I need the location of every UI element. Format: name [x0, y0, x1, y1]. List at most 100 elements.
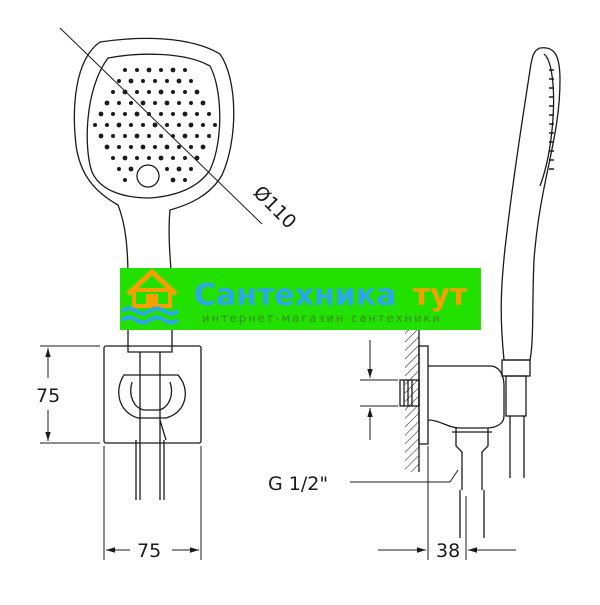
depth-dimension [378, 446, 516, 560]
nozzle-dot [129, 123, 133, 127]
nozzle-dot [176, 78, 182, 84]
nozzle-dot [195, 134, 199, 138]
nozzle-dot [135, 156, 139, 160]
width-dimension [103, 446, 202, 560]
nozzle-dot [128, 78, 134, 84]
nozzle-dot [117, 145, 121, 149]
watermark-background [120, 268, 481, 330]
brand-name: Сантехника тут [194, 278, 468, 313]
nozzle-dot [189, 167, 193, 171]
height-label: 75 [36, 385, 60, 407]
height-dimension [40, 345, 100, 444]
nozzle-dot [134, 111, 140, 117]
head-face-side [539, 53, 555, 187]
nozzle-dot [147, 134, 151, 138]
shower-head-face [86, 53, 221, 199]
nozzle-dot [98, 133, 104, 139]
nozzle-dot [147, 90, 151, 94]
nozzle-dot [164, 144, 170, 150]
nozzle-dot [159, 134, 163, 138]
nozzle-dot [129, 101, 133, 105]
nozzle-dot [182, 111, 188, 117]
nozzle-dot [177, 123, 181, 127]
nozzle-dot [135, 68, 139, 72]
wall-plate-front [103, 345, 202, 444]
shower-head-outer [73, 37, 235, 353]
nozzle-dot [141, 123, 145, 127]
nozzle-dot [147, 156, 151, 160]
side-view [399, 47, 561, 538]
nozzle-dot [176, 166, 182, 172]
nozzle-dot [183, 178, 187, 182]
nozzle-dot [158, 155, 164, 161]
nozzle-dot [116, 122, 122, 128]
nozzle-dot [123, 68, 127, 72]
nozzle-dot [159, 112, 163, 116]
thread-dimension [350, 340, 459, 483]
nozzle-dot [98, 111, 104, 117]
brand-tagline: интернет-магазин сантехники [202, 311, 442, 325]
nozzle-dot [105, 123, 109, 127]
depth-label: 38 [436, 540, 460, 562]
nozzle-dot [111, 112, 115, 116]
nozzle-dot [201, 123, 205, 127]
nozzle-dot [104, 144, 110, 150]
watermark-banner: Сантехника тут интернет-магазин сантехни… [120, 268, 481, 330]
nozzle-dot [171, 90, 175, 94]
brand-part1: Сантехника [194, 278, 396, 313]
nozzle-dot [141, 79, 145, 83]
diameter-dimension [59, 27, 263, 225]
nozzle-dot [189, 145, 193, 149]
nozzle-dot [194, 89, 200, 95]
nozzle-dot [153, 79, 157, 83]
nozzle-dot [189, 101, 193, 105]
nozzle-dot [146, 67, 152, 73]
nozzle-dot [207, 112, 211, 116]
nozzle-dot [177, 101, 181, 105]
nozzle-dot [123, 134, 127, 138]
width-label: 75 [137, 540, 161, 562]
nozzle-dot [170, 67, 176, 73]
nozzle-dot [183, 68, 187, 72]
nozzle-dot [183, 90, 187, 94]
nozzle-dot [159, 68, 163, 72]
nozzle-dot [128, 166, 134, 172]
nozzle-dot [152, 122, 158, 128]
nozzle-dot [188, 122, 194, 128]
holder-bracket-inner [130, 381, 173, 411]
nozzle-dot [123, 112, 127, 116]
nozzle-dot [153, 101, 157, 105]
nozzle-grid [93, 67, 217, 183]
holder-arm-side [427, 365, 505, 429]
brand-part2: тут [413, 278, 468, 313]
clip-side [501, 359, 531, 377]
nozzle-dot [123, 178, 127, 182]
wall-plate-side [418, 345, 429, 445]
hose-connector [452, 428, 492, 490]
thread-label: G 1/2" [268, 473, 328, 495]
thread-nipple [399, 379, 420, 407]
nozzle-dot [165, 79, 169, 83]
nozzle-dot [111, 90, 115, 94]
nozzle-dot [135, 90, 139, 94]
nozzle-dot [158, 89, 164, 95]
nozzle-dot [165, 123, 169, 127]
handle-side [500, 47, 561, 361]
nozzle-dot [117, 101, 121, 105]
nozzle-dot [117, 79, 121, 83]
holder-bracket [118, 374, 186, 419]
nozzle-dot [177, 145, 181, 149]
nozzle-dot [200, 100, 206, 106]
nozzle-dot [195, 112, 199, 116]
nozzle-dot [171, 156, 175, 160]
nozzle-dot [189, 79, 193, 83]
nozzle-dot [207, 134, 211, 138]
nozzle-dot [117, 167, 121, 171]
nozzle-dot [93, 123, 97, 127]
nozzle-dot [170, 177, 176, 183]
front-view [73, 37, 235, 500]
diameter-label: Ø110 [249, 182, 301, 234]
nozzle-dot [164, 100, 170, 106]
